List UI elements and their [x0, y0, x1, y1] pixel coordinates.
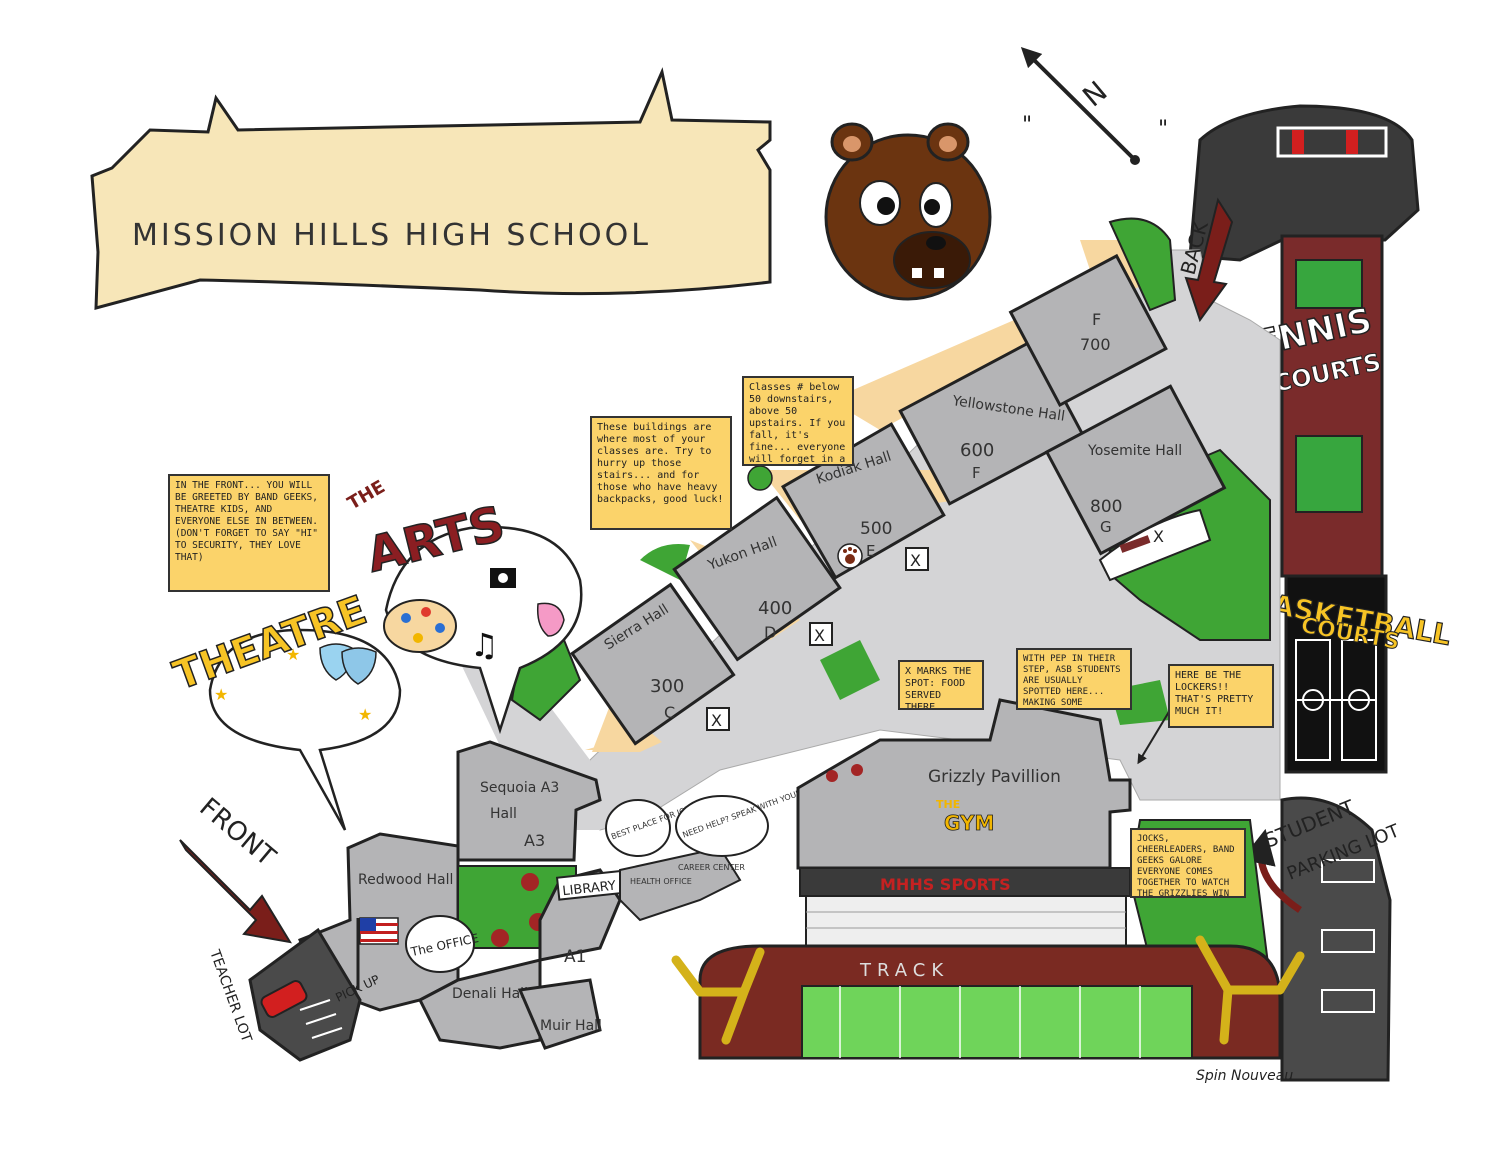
- svg-text:♫: ♫: [470, 626, 499, 664]
- sierra-letter: C: [664, 703, 675, 722]
- food-x-mark: X: [1153, 527, 1164, 546]
- front-arrow: FRONT: [179, 792, 293, 944]
- note-lockers: HERE BE THE LOCKERS!! THAT'S PRETTY MUCH…: [1168, 664, 1274, 728]
- compass: N " ": [1020, 46, 1168, 165]
- page-title: MISSION HILLS HIGH SCHOOL: [132, 218, 651, 253]
- yukon-number: 400: [758, 598, 792, 619]
- track-field: TRACK: [671, 935, 1305, 1060]
- american-flag-icon: [356, 917, 399, 990]
- gym-building: Grizzly Pavillion THE GYM: [796, 698, 1132, 870]
- svg-text:X: X: [814, 626, 825, 645]
- bleachers: [805, 895, 1127, 947]
- track-label: TRACK: [859, 960, 949, 981]
- mhhs-sports-label: MHHS SPORTS: [880, 875, 1011, 894]
- yellowstone-letter: F: [972, 464, 981, 482]
- building-f700: [1008, 253, 1168, 407]
- note-front: IN THE FRONT... YOU WILL BE GREETED BY B…: [168, 474, 330, 592]
- note-jocks: JOCKS, CHEERLEADERS, BAND GEEKS GALORE E…: [1130, 828, 1246, 898]
- building-sequoia-hall: [456, 740, 602, 862]
- student-parking-lot: STUDENT PARKING LOT: [1241, 795, 1403, 1082]
- office-label: The OFFICE: [405, 915, 480, 973]
- muir-name: Muir Hall: [540, 1018, 602, 1034]
- svg-text:X: X: [910, 551, 921, 570]
- redwood-name: Redwood Hall: [358, 872, 453, 888]
- bear-paw-icon: [837, 543, 863, 569]
- note-classes: Classes # below 50 downstairs, above 50 …: [742, 376, 854, 466]
- svg-text:LIBRARY: LIBRARY: [562, 879, 617, 900]
- denali-name: Denali Hall: [452, 986, 528, 1002]
- yosemite-number: 800: [1090, 497, 1122, 517]
- yukon-letter: D: [764, 623, 776, 642]
- yosemite-name: Yosemite Hall: [1087, 443, 1182, 459]
- svg-text:★: ★: [286, 645, 300, 664]
- grizzly-mascot-icon: [824, 122, 992, 301]
- svg-text:★: ★: [358, 705, 372, 724]
- the-arts-the: THE: [344, 476, 389, 514]
- yellowstone-number: 600: [960, 440, 994, 461]
- top-parking-lot: [1188, 104, 1420, 262]
- kodiak-number: 500: [860, 519, 892, 539]
- svg-text:": ": [1022, 113, 1032, 138]
- svg-text:X: X: [711, 711, 722, 730]
- a1-name: A1: [564, 947, 586, 967]
- title-banner: MISSION HILLS HIGH SCHOOL: [90, 67, 772, 310]
- sequoia-hall: Hall: [490, 806, 517, 822]
- bench-area: X: [1098, 508, 1212, 582]
- gym-name: Grizzly Pavillion: [928, 767, 1061, 787]
- sequoia-name: Sequoia A3: [480, 780, 559, 796]
- note-buildings: These buildings are where most of your c…: [590, 416, 732, 530]
- svg-text:HEALTH OFFICE: HEALTH OFFICE: [630, 877, 692, 886]
- svg-text:": ": [1158, 117, 1168, 142]
- svg-text:★: ★: [214, 685, 228, 704]
- building-yukon-hall: [672, 495, 842, 662]
- sports-banner: MHHS SPORTS: [799, 867, 1131, 897]
- health-career-building: HEALTH OFFICE CAREER CENTER: [619, 846, 745, 922]
- note-food: X MARKS THE SPOT: FOOD SERVED THERE: [898, 660, 984, 710]
- svg-text:CAREER CENTER: CAREER CENTER: [678, 863, 745, 872]
- artist-signature: Spin Nouveau: [1196, 1068, 1293, 1084]
- gym-the: THE: [936, 798, 960, 811]
- kodiak-letter: E: [866, 542, 875, 560]
- teacher-lot-label: TEACHER LOT: [206, 947, 255, 1045]
- theatre-bubble: THEATRE ★ ★ ★: [167, 587, 402, 831]
- sierra-number: 300: [650, 676, 684, 697]
- gym-label: GYM: [944, 811, 994, 835]
- x-marks: X X X: [706, 547, 929, 731]
- building-sierra-hall: [570, 582, 736, 746]
- note-asb: WITH PEP IN THEIR STEP, ASB STUDENTS ARE…: [1016, 648, 1132, 710]
- front-label: FRONT: [194, 792, 281, 872]
- sequoia-code: A3: [524, 831, 545, 850]
- f700-number: 700: [1080, 335, 1111, 354]
- f700-letter: F: [1092, 310, 1101, 329]
- yosemite-letter: G: [1100, 518, 1112, 536]
